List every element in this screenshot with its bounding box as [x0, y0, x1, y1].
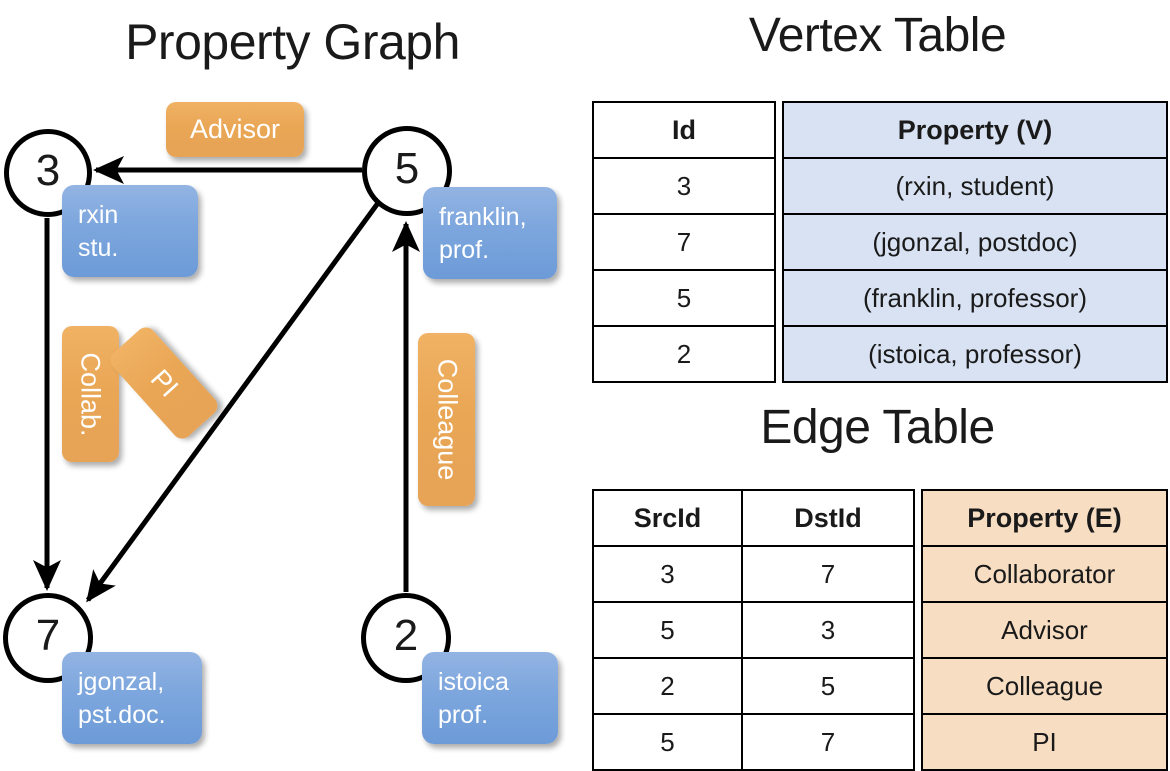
edge-table-column-gap	[914, 602, 922, 658]
vertex-table-cell-id: 2	[592, 325, 776, 383]
vertex-table-column-gap	[775, 214, 783, 270]
vertex-table-cell-id: 5	[592, 269, 776, 327]
graph-vertex-2[interactable]: 2	[361, 593, 451, 683]
vertex-property-istoica-line1: istoica	[438, 668, 509, 696]
vertex-property-box-franklin: franklin, prof.	[423, 187, 557, 279]
vertex-property-box-jgonzal: jgonzal, pst.doc.	[62, 652, 202, 744]
table-row: 3 7 Collaborator	[592, 545, 1168, 603]
edge-table-cell-dstid: 7	[741, 545, 915, 603]
edge-table-cell-dstid: 7	[741, 713, 915, 771]
edge-table-header-row: SrcId DstId Property (E)	[592, 489, 1168, 547]
vertex-table-cell-property: (rxin, student)	[782, 157, 1168, 215]
vertex-property-jgonzal-line2: pst.doc.	[78, 701, 166, 729]
vertex-table-column-gap	[775, 270, 783, 326]
edge-table-column-gap	[914, 714, 922, 770]
vertex-property-franklin-line2: prof.	[439, 236, 490, 264]
vertex-property-box-rxin: rxin stu.	[62, 185, 198, 277]
table-row: 3 (rxin, student)	[592, 157, 1168, 215]
graph-vertex-5-label: 5	[394, 144, 420, 193]
edge-table-column-gap	[914, 490, 922, 546]
table-row: 5 7 PI	[592, 713, 1168, 771]
graph-vertex-2-label: 2	[393, 611, 419, 660]
vertex-table-header-id: Id	[592, 101, 776, 159]
vertex-table-column-gap	[775, 158, 783, 214]
edge-table-cell-srcid: 5	[592, 601, 743, 659]
graph-vertex-5[interactable]: 5	[362, 126, 452, 216]
vertex-table-cell-id: 7	[592, 213, 776, 271]
edge-table-header-dstid: DstId	[741, 489, 915, 547]
edge-table-cell-property: Advisor	[921, 601, 1168, 659]
edge-table-cell-srcid: 3	[592, 545, 743, 603]
vertex-table-cell-property: (jgonzal, postdoc)	[782, 213, 1168, 271]
vertex-table-header-property: Property (V)	[782, 101, 1168, 159]
property-graph-diagram: Advisor Collab. PI Colleague 3 5 7 2 rxi…	[0, 0, 585, 760]
vertex-table-cell-id: 3	[592, 157, 776, 215]
edge-table: SrcId DstId Property (E) 3 7 Collaborato…	[592, 489, 1168, 771]
edge-label-colleague: Colleague	[418, 333, 475, 506]
page-title-vertex-table: Vertex Table	[748, 9, 1007, 62]
vertex-table: Id Property (V) 3 (rxin, student) 7 (jgo…	[592, 101, 1168, 383]
graph-vertex-7-label: 7	[35, 611, 61, 660]
edge-table-cell-srcid: 2	[592, 657, 743, 715]
edge-table-cell-dstid: 3	[741, 601, 915, 659]
page-title-property-graph: Property Graph	[125, 14, 460, 70]
edge-label-collab: Collab.	[62, 326, 119, 462]
edge-table-header-property: Property (E)	[921, 489, 1168, 547]
edge-label-pi-text: PI	[144, 363, 185, 403]
vertex-table-column-gap	[775, 326, 783, 382]
table-row: 2 (istoica, professor)	[592, 325, 1168, 383]
vertex-property-istoica-line2: prof.	[438, 701, 489, 729]
edge-table-column-gap	[914, 658, 922, 714]
edge-table-header-srcid: SrcId	[592, 489, 743, 547]
vertex-property-jgonzal-line1: jgonzal,	[78, 668, 165, 696]
edge-table-column-gap	[914, 546, 922, 602]
table-row: 7 (jgonzal, postdoc)	[592, 213, 1168, 271]
edge-table-cell-property: PI	[921, 713, 1168, 771]
table-row: 2 5 Colleague	[592, 657, 1168, 715]
graph-vertex-3-label: 3	[35, 146, 61, 195]
vertex-property-franklin-line1: franklin,	[439, 203, 527, 231]
vertex-table-cell-property: (istoica, professor)	[782, 325, 1168, 383]
graph-edge-arrows	[33, 156, 420, 603]
vertex-property-rxin-line1: rxin	[78, 201, 119, 229]
edge-label-collab-text: Collab.	[76, 351, 107, 437]
edge-table-cell-property: Collaborator	[921, 545, 1168, 603]
table-row: 5 (franklin, professor)	[592, 269, 1168, 327]
edge-label-advisor-text: Advisor	[189, 114, 281, 144]
table-row: 5 3 Advisor	[592, 601, 1168, 659]
edge-table-cell-dstid: 5	[741, 657, 915, 715]
vertex-property-rxin-line2: stu.	[78, 234, 119, 262]
edge-label-advisor: Advisor	[166, 102, 304, 157]
page-title-edge-table: Edge Table	[760, 401, 995, 454]
edge-label-colleague-text: Colleague	[432, 358, 462, 481]
vertex-table-header-row: Id Property (V)	[592, 101, 1168, 159]
vertex-table-column-gap	[775, 102, 783, 158]
edge-table-cell-property: Colleague	[921, 657, 1168, 715]
vertex-property-box-istoica: istoica prof.	[422, 652, 558, 744]
edge-table-cell-srcid: 5	[592, 713, 743, 771]
vertex-table-cell-property: (franklin, professor)	[782, 269, 1168, 327]
edge-arrow-5-to-7	[85, 201, 381, 603]
